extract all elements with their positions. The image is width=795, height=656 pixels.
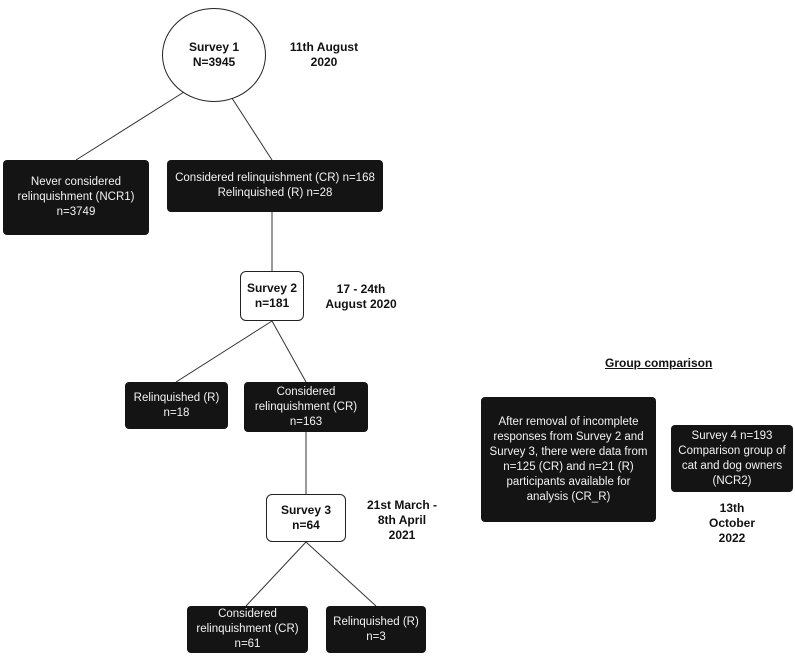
- survey3-date-line1: 21st March -: [366, 498, 438, 512]
- cr-r-node: Considered relinquishment (CR) n=168 Rel…: [167, 160, 383, 212]
- survey4-date-line1: 13th: [719, 501, 745, 515]
- removal-line-5: participants available for: [506, 475, 631, 488]
- survey2-label: Survey 2: [246, 281, 298, 295]
- survey3-node: Survey 3 n=64: [266, 494, 346, 542]
- cr3-count: n=61: [234, 638, 261, 650]
- r2-line1: Relinquished (R): [133, 391, 220, 404]
- survey1-date-line1: 11th August: [289, 40, 359, 54]
- survey1-date: 11th August 2020: [276, 40, 372, 70]
- survey3-label: Survey 3: [280, 503, 332, 517]
- connector-survey2-r2: [175, 320, 273, 383]
- survey2-count: n=181: [254, 296, 290, 310]
- survey4-date: 13th October 2022: [686, 501, 778, 546]
- survey2-date-line1: 17 - 24th: [336, 282, 386, 296]
- cr2-count: n=163: [289, 415, 323, 428]
- group-comparison-title: Group comparison: [605, 356, 713, 370]
- ncr1-line1: Never considered: [30, 176, 122, 188]
- survey3-date-line2: 8th April: [377, 513, 427, 527]
- survey2-date: 17 - 24th August 2020: [318, 282, 404, 312]
- survey4-line-3: cat and dog owners: [681, 459, 783, 472]
- survey2-date-line2: August 2020: [325, 297, 397, 311]
- survey1-label: Survey 1: [188, 40, 240, 54]
- survey4-line-4: (NCR2): [712, 474, 752, 487]
- removal-line-2: responses from Survey 2 and: [493, 430, 644, 443]
- removal-line-3: Survey 3, there were data from: [489, 445, 648, 458]
- survey4-date-line3: 2022: [718, 531, 746, 545]
- r3-line1: Relinquished (R): [333, 615, 419, 628]
- cr-r-line2: Relinquished (R) n=28: [217, 187, 333, 199]
- connector-survey3-cr3: [245, 541, 307, 607]
- removal-line-6: analysis (CR_R): [526, 490, 611, 503]
- r2-node: Relinquished (R) n=18: [125, 382, 228, 429]
- survey1-count: N=3945: [192, 55, 236, 69]
- cr3-line1: Considered: [218, 608, 277, 620]
- ncr1-line2: relinquishment (NCR1): [17, 191, 135, 203]
- cr-r-line1: Considered relinquishment (CR) n=168: [175, 172, 375, 184]
- ncr1-count: n=3749: [56, 206, 96, 218]
- cr3-node: Considered relinquishment (CR) n=61: [187, 606, 308, 653]
- cr3-line2: relinquishment (CR): [196, 623, 299, 635]
- cr2-line1: Considered: [276, 385, 336, 398]
- r3-node: Relinquished (R) n=3: [326, 606, 426, 653]
- survey3-count: n=64: [292, 518, 320, 532]
- survey1-node: Survey 1 N=3945: [162, 8, 266, 102]
- removal-line-4: n=125 (CR) and n=21 (R): [503, 460, 634, 473]
- survey3-date-line3: 2021: [388, 528, 416, 542]
- survey1-date-line2: 2020: [310, 55, 338, 69]
- survey2-node: Survey 2 n=181: [240, 271, 304, 321]
- removal-note-node: After removal of incomplete responses fr…: [481, 397, 656, 522]
- r3-count: n=3: [366, 630, 386, 643]
- connector-survey2-cr2: [271, 320, 307, 383]
- connector-survey1-cr: [227, 91, 273, 161]
- r2-count: n=18: [163, 406, 190, 419]
- survey4-line-2: Comparison group of: [678, 444, 786, 457]
- connector-survey1-ncr1: [75, 91, 185, 161]
- survey4-node: Survey 4 n=193 Comparison group of cat a…: [671, 425, 793, 492]
- survey4-line-1: Survey 4 n=193: [691, 429, 773, 442]
- cr2-line2: relinquishment (CR): [254, 400, 358, 413]
- survey4-date-line2: October: [708, 516, 755, 530]
- survey3-date: 21st March - 8th April 2021: [356, 498, 448, 543]
- connector-survey3-r3: [305, 541, 377, 607]
- removal-line-1: After removal of incomplete: [498, 415, 639, 428]
- cr2-node: Considered relinquishment (CR) n=163: [244, 382, 368, 432]
- ncr1-node: Never considered relinquishment (NCR1) n…: [3, 160, 149, 235]
